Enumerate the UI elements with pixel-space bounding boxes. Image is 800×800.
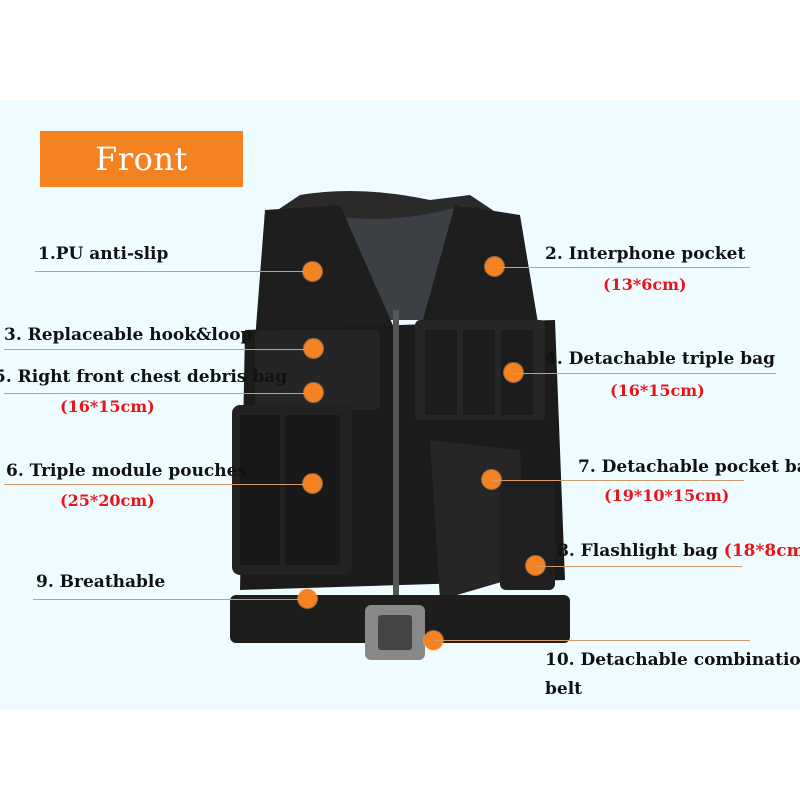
dim-detachable-triple-bag: (16*15cm) <box>610 381 705 400</box>
dim-triple-module-pouches: (25*20cm) <box>60 491 155 510</box>
callout-dot-8 <box>526 556 545 575</box>
label-replaceable-hook-loop: 3. Replaceable hook&loop <box>4 325 253 345</box>
vest-right-shoulder <box>420 205 540 335</box>
leader-line-10 <box>434 640 750 641</box>
label-breathable: 9. Breathable <box>36 572 166 592</box>
callout-dot-6 <box>303 474 322 493</box>
label-flashlight-bag: 8. Flashlight bag (18*8cm) <box>557 541 800 561</box>
callout-dot-2 <box>485 257 504 276</box>
callout-dot-7 <box>482 470 501 489</box>
leader-line-7 <box>492 480 744 481</box>
dim-chest-debris-bag: (16*15cm) <box>60 397 155 416</box>
leader-line-3 <box>4 349 314 350</box>
callout-dot-3 <box>304 339 323 358</box>
vest-zipper <box>393 310 399 600</box>
leader-line-9 <box>33 599 309 600</box>
callout-dot-1 <box>303 262 322 281</box>
leader-line-5 <box>4 393 314 394</box>
dim-detachable-pocket-bag: (19*10*15cm) <box>604 486 730 505</box>
callout-dot-4 <box>504 363 523 382</box>
leader-line-2 <box>495 267 750 268</box>
label-triple-module-pouches: 6. Triple module pouches <box>6 461 248 481</box>
chest-pocket-left <box>255 330 380 410</box>
leader-line-8 <box>536 566 742 567</box>
label-combination-belt: 10. Detachable combination <box>545 650 800 670</box>
dim-flashlight-bag: (18*8cm) <box>723 541 800 561</box>
flashlight-bag <box>500 480 555 590</box>
vest-left-shoulder <box>255 205 395 340</box>
callout-dot-9 <box>298 589 317 608</box>
label-detachable-triple-bag: 4. Detachable triple bag <box>545 349 776 369</box>
callout-dot-5 <box>304 383 323 402</box>
label-pu-anti-slip: 1.PU anti-slip <box>38 244 169 264</box>
label-chest-debris-bag: 5. Right front chest debris bag <box>0 367 288 387</box>
front-badge: Front <box>40 131 243 187</box>
label-flashlight-bag-text: 8. Flashlight bag <box>557 541 718 561</box>
leader-line-1 <box>35 271 313 272</box>
leader-line-6 <box>4 484 314 485</box>
label-detachable-pocket-bag: 7. Detachable pocket bag <box>578 457 800 477</box>
leader-line-4 <box>514 373 776 374</box>
label-combination-belt-2: belt <box>545 679 583 699</box>
label-interphone-pocket: 2. Interphone pocket <box>545 244 746 264</box>
callout-dot-10 <box>424 631 443 650</box>
dim-interphone-pocket: (13*6cm) <box>603 275 687 294</box>
